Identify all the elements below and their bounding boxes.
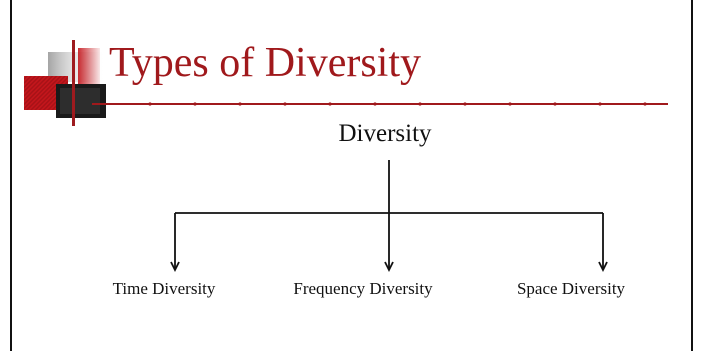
arrow-time xyxy=(170,261,180,273)
slide-border-right xyxy=(691,0,693,351)
tree-connectors xyxy=(170,160,608,273)
diagram-node-time-diversity: Time Diversity xyxy=(112,279,216,298)
diagram-node-frequency-diversity: Frequency Diversity xyxy=(293,279,433,298)
diagram-root-node: Diversity xyxy=(338,120,432,147)
slide-border-left xyxy=(10,0,12,351)
arrow-frequency xyxy=(384,261,394,273)
title-underline xyxy=(92,102,668,106)
diagram-node-space-diversity: Space Diversity xyxy=(516,279,626,298)
corner-decoration-blocks xyxy=(24,40,106,126)
dark-block-inner xyxy=(60,88,100,114)
vertical-accent-line xyxy=(72,40,75,126)
arrow-space xyxy=(598,261,608,273)
slide-title: Types of Diversity xyxy=(109,40,422,86)
